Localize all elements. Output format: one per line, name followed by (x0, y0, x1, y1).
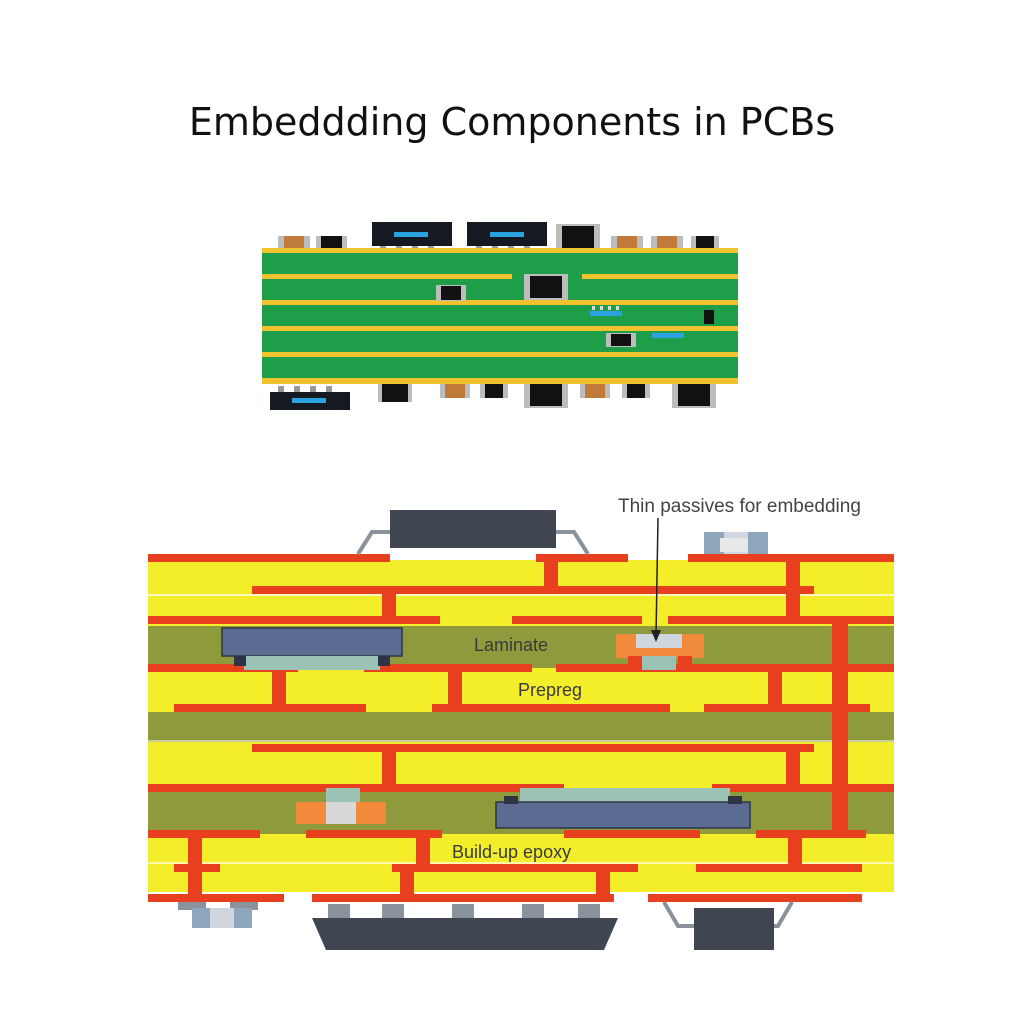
copper-traces (148, 554, 894, 902)
label-thin-passives: Thin passives for embedding (618, 496, 861, 517)
callout-arrow (651, 517, 661, 642)
label-buildup-epoxy: Build-up epoxy (452, 842, 571, 862)
top-surface-chip (356, 510, 768, 556)
embedded-passive-lower (296, 788, 386, 824)
embedded-chip-upper (221, 627, 403, 670)
bottom-surface-parts (178, 900, 794, 950)
label-prepreg: Prepreg (518, 680, 582, 700)
page-title: Embeddding Components in PCBs (188, 100, 836, 144)
bottom-surface-components (270, 384, 716, 410)
embedded-chip-lower (495, 788, 751, 829)
label-laminate: Laminate (474, 635, 548, 655)
embedded-passive-upper (616, 634, 704, 670)
top-board-layers (262, 248, 738, 384)
